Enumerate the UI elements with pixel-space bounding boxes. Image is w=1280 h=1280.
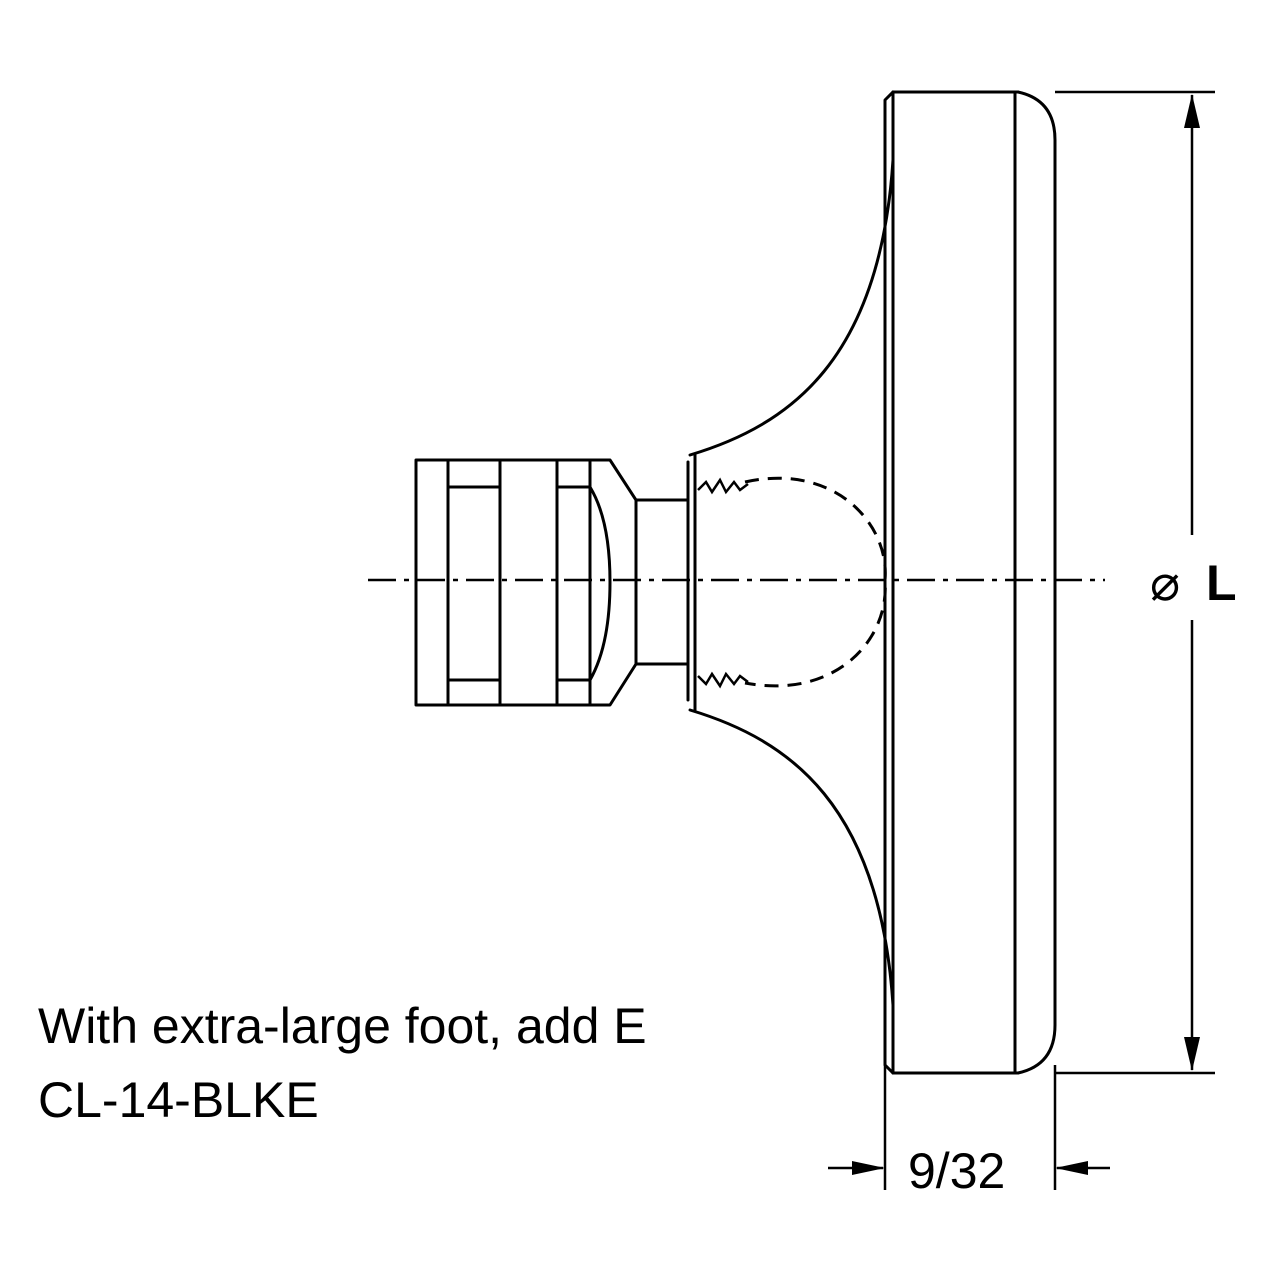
diameter-label: L — [1206, 555, 1237, 611]
thickness-dimension: 9/32 — [828, 1065, 1110, 1199]
part-number: CL-14-BLKE — [38, 1072, 319, 1128]
knob — [414, 458, 638, 707]
thickness-label: 9/32 — [908, 1143, 1005, 1199]
stem-shoulder — [634, 453, 697, 712]
diameter-symbol: ⌀ — [1150, 555, 1180, 611]
extra-large-foot-note: With extra-large foot, add E — [38, 998, 647, 1054]
flared-neck — [688, 158, 895, 1007]
ball-joint-hidden — [697, 476, 887, 689]
diameter-dimension: ⌀ L — [1055, 90, 1237, 1075]
foot-disc — [883, 90, 1057, 1075]
